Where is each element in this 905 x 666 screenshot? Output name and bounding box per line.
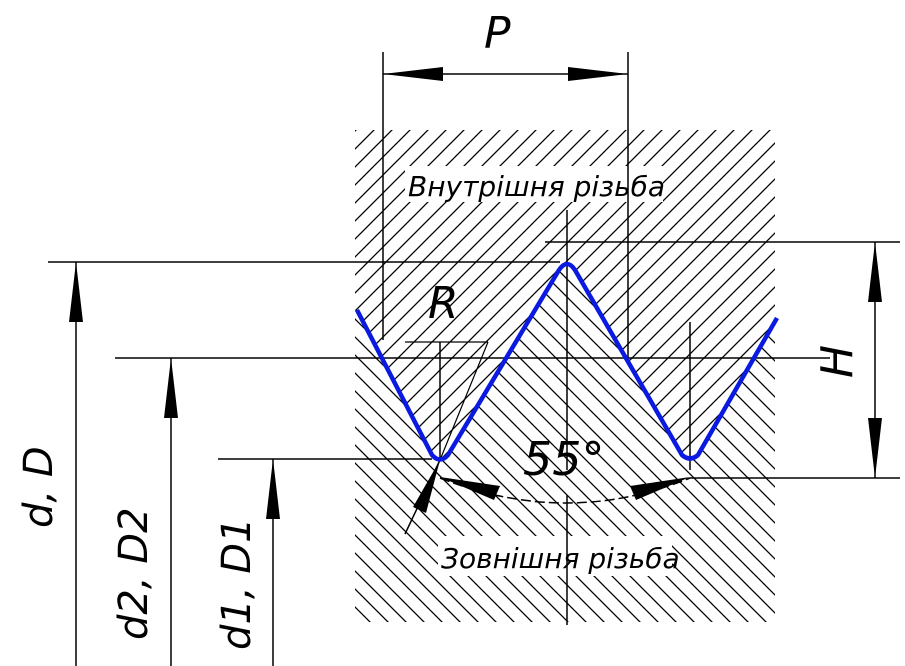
p-arrow-left bbox=[383, 67, 443, 81]
angle-label: 55° bbox=[523, 432, 605, 486]
internal-label-bg bbox=[405, 166, 663, 202]
radius-arrow bbox=[413, 460, 440, 513]
thread-profile-line bbox=[355, 261, 779, 462]
major-diameter-label: d, D bbox=[16, 446, 62, 528]
pitch-diameter-label: d2, D2 bbox=[111, 507, 157, 640]
major-diameter-arrow bbox=[69, 262, 83, 322]
internal-thread-label: Внутрішня різьба bbox=[408, 170, 665, 203]
p-arrow-right bbox=[568, 67, 628, 81]
height-label: H bbox=[812, 345, 863, 378]
external-label-bg bbox=[438, 536, 672, 576]
h-arrow-bottom bbox=[868, 418, 882, 478]
angle-arrow-left bbox=[440, 477, 500, 500]
radius-construction-slant bbox=[439, 341, 489, 461]
minor-diameter-label: d1, D1 bbox=[214, 517, 260, 650]
minor-diameter-arrow bbox=[266, 459, 280, 519]
radius-label: R bbox=[428, 278, 459, 329]
h-arrow-top bbox=[868, 242, 882, 302]
angle-arrow-right bbox=[630, 477, 690, 500]
pitch-label: P bbox=[484, 8, 511, 59]
pitch-diameter-arrow bbox=[164, 358, 178, 418]
external-thread-label: Зовнішня різьба bbox=[441, 542, 680, 575]
